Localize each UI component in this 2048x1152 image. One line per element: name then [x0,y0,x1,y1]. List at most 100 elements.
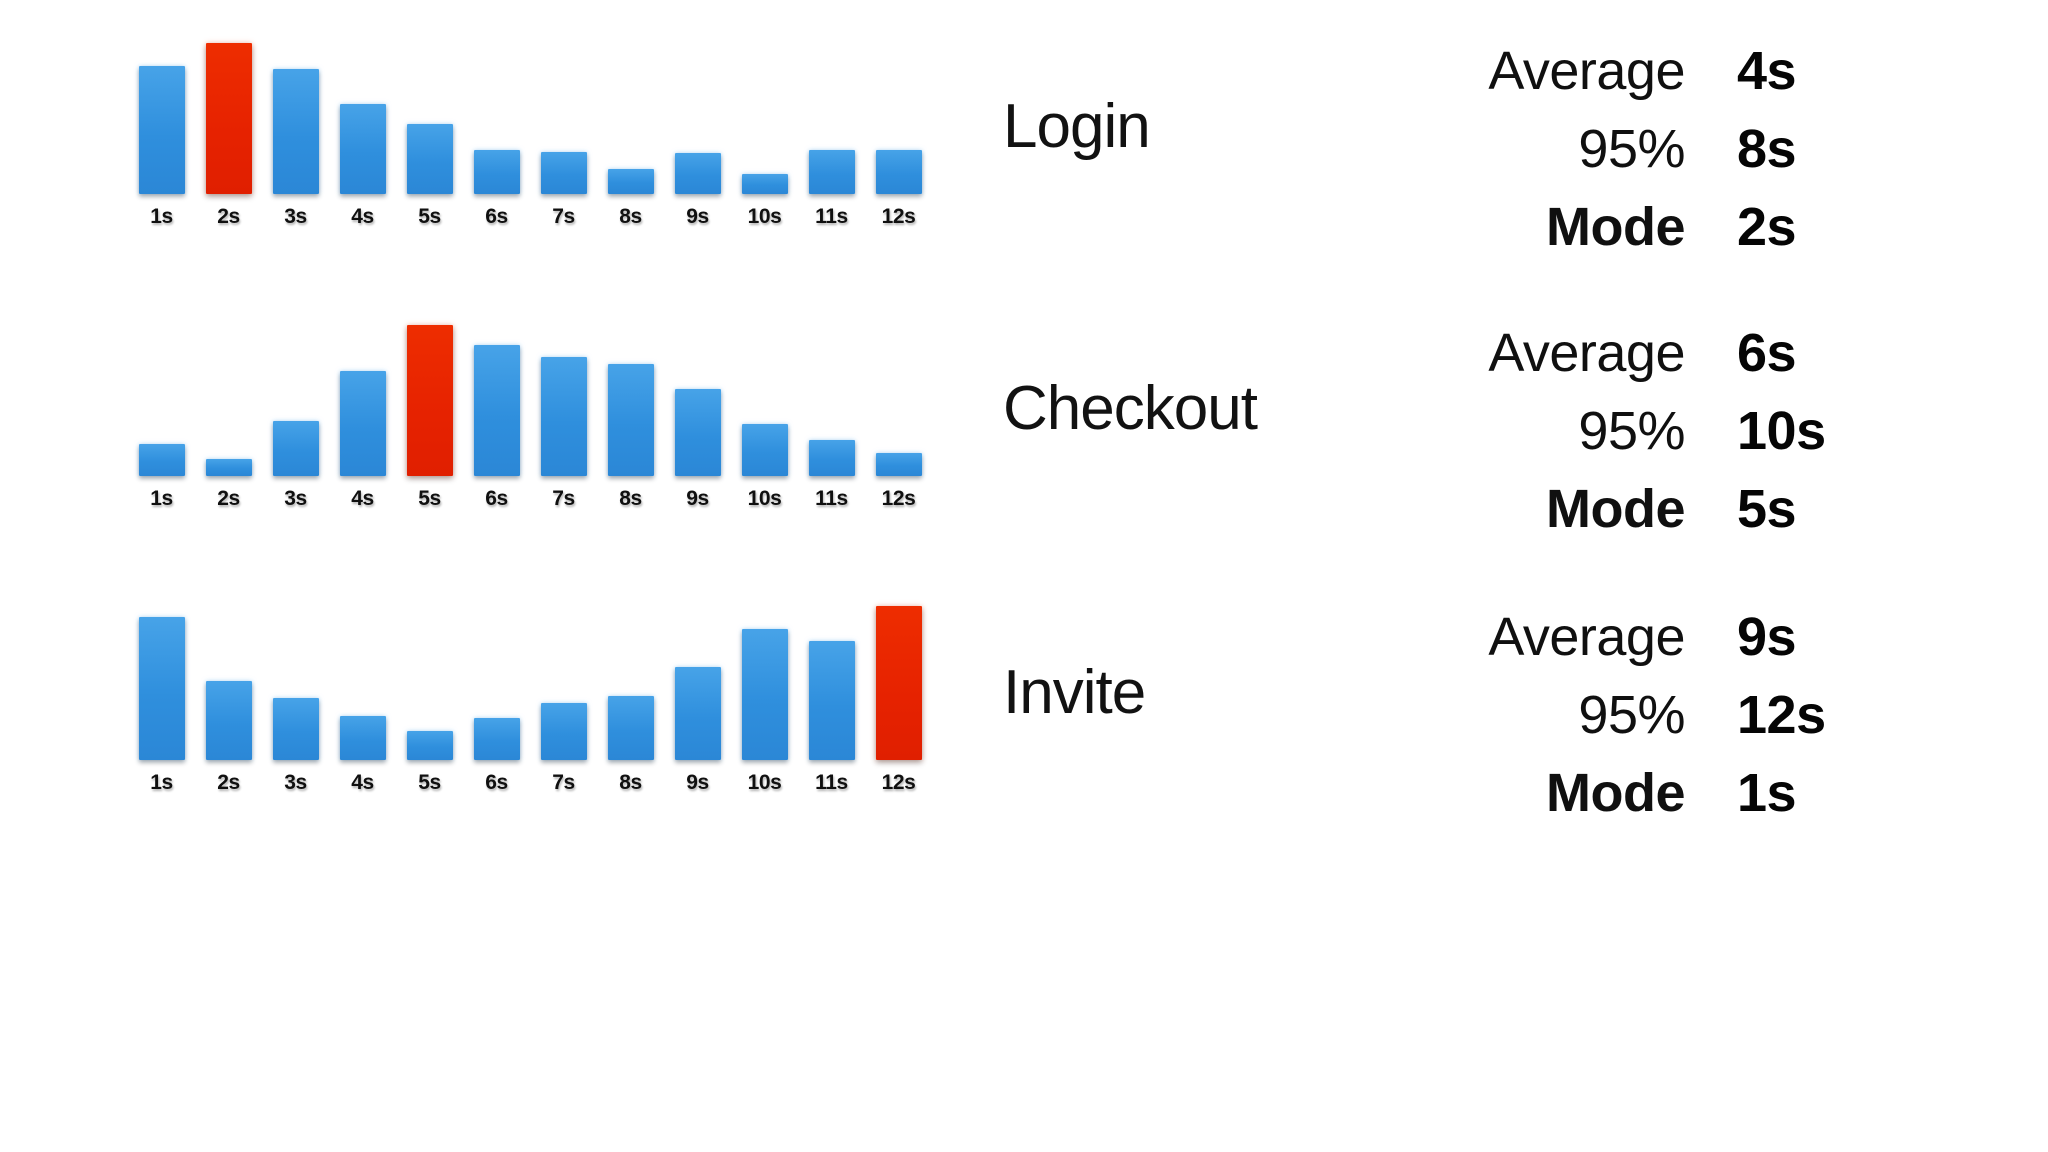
stats-invite: Average 9s 95% 12s Mode 1s [1443,600,1873,844]
axis-tick-label: 5s [418,771,441,794]
bar [607,364,654,476]
stat-label-mode: Mode [1546,479,1686,539]
axis-tick-label: 10s [747,487,782,510]
bar [272,698,319,760]
bar-slot [530,34,597,194]
axis-tick-label: 5s [418,487,441,510]
stat-label-average: Average [1488,323,1685,383]
bar-slot [798,316,865,476]
bar-slot [195,316,262,476]
bar [138,617,185,760]
axis-tick-label: 11s [815,205,848,228]
bar-slot [195,600,262,760]
stat-value-average: 4s [1737,41,1797,101]
bar-slot [798,34,865,194]
axis-tick-label: 6s [485,771,508,794]
bar [741,629,788,760]
bar [607,696,654,760]
axis-tick-label: 6s [485,205,508,228]
bar-slot [731,34,798,194]
axis-tick-label: 1s [150,487,173,510]
bar-slot [329,316,396,476]
bar [272,421,319,476]
bar-slot [798,600,865,760]
bar-slot [329,600,396,760]
bar [138,444,185,476]
flow-name-wrap-login: Login [1003,34,1433,158]
bar-slot [664,600,731,760]
axis-tick-label: 2s [217,771,240,794]
bar-slot [463,316,530,476]
bar-slot [530,316,597,476]
stat-label-average: Average [1488,607,1685,667]
axis-tick-label: 11s [815,487,848,510]
axis-tick-label: 4s [351,487,374,510]
bar [473,345,520,476]
axis-tick-label: 2s [217,205,240,228]
bar [406,124,453,194]
stat-value-mode: 5s [1737,479,1797,539]
bar [540,703,587,760]
bar-slot [329,34,396,194]
stat-line-p95: 95% 8s [1443,122,1873,200]
stat-value-p95: 8s [1737,119,1797,179]
bar [406,731,453,760]
axis-tick-label: 9s [686,487,709,510]
flow-name-checkout: Checkout [1003,374,1258,443]
stat-value-mode: 2s [1737,197,1797,257]
bar-slot [597,316,664,476]
bar [607,169,654,194]
axis-tick-label: 10s [747,205,782,228]
stat-line-mode: Mode 2s [1443,200,1873,278]
flow-name-wrap-invite: Invite [1003,600,1433,724]
bar-slot [731,600,798,760]
stat-line-mode: Mode 1s [1443,766,1873,844]
axis-tick-label: 7s [552,205,575,228]
stat-label-p95: 95% [1578,401,1685,461]
stat-line-average: Average 9s [1443,610,1873,688]
stat-line-p95: 95% 10s [1443,404,1873,482]
flow-name-wrap-checkout: Checkout [1003,316,1433,440]
stats-checkout: Average 6s 95% 10s Mode 5s [1443,316,1873,560]
axis-tick-label: 4s [351,205,374,228]
bar [339,716,386,760]
flow-name-invite: Invite [1003,658,1146,727]
bar [138,66,185,194]
bar [205,459,252,476]
axis-tick-label: 1s [150,771,173,794]
flow-name-login: Login [1003,92,1151,161]
axis-tick-label: 12s [881,771,916,794]
axis-tick-label: 8s [619,205,642,228]
bar-slot [664,316,731,476]
axis-tick-label: 3s [284,205,307,228]
stat-label-p95: 95% [1578,119,1685,179]
bar [674,389,721,476]
axis-tick-label: 4s [351,771,374,794]
stat-line-mode: Mode 5s [1443,482,1873,560]
bar [808,150,855,194]
bar [540,357,587,476]
bar [741,424,788,476]
axis-tick-label: 6s [485,487,508,510]
bar-slot [128,34,195,194]
bar [339,104,386,194]
bar-slot [463,34,530,194]
bar-slot [195,34,262,194]
stat-label-average: Average [1488,41,1685,101]
axis-tick-label: 12s [881,487,916,510]
bar [272,69,319,194]
bar-slot [396,34,463,194]
axis-tick-label: 8s [619,487,642,510]
bar [540,152,587,194]
stat-label-p95: 95% [1578,685,1685,745]
bar-slot [865,600,932,760]
bar-slot [463,600,530,760]
bar [339,371,386,476]
stat-value-mode: 1s [1737,763,1797,823]
bar-slot [597,600,664,760]
